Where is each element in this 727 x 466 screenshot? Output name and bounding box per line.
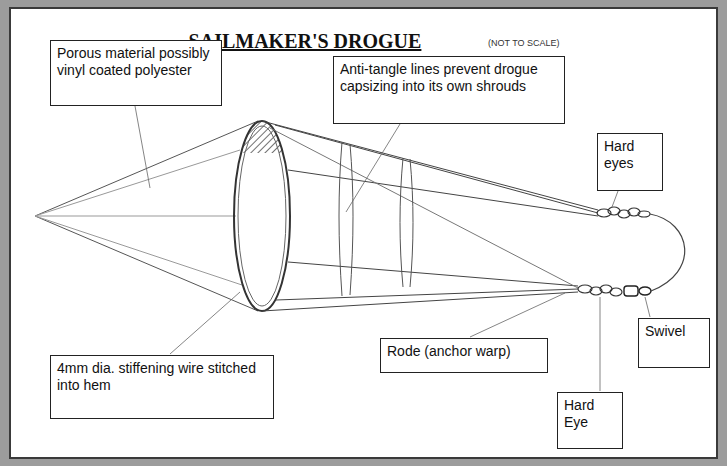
callout-box: Rode (anchor warp)	[380, 338, 548, 373]
callout-text: Porous material possibly vinyl coated po…	[57, 45, 215, 79]
callout-text: Rode (anchor warp)	[387, 343, 541, 360]
rode	[650, 214, 685, 291]
panel	[10, 8, 717, 458]
callout-box: 4mm dia. stiffening wire stitched into h…	[50, 355, 274, 419]
hard-eyes	[597, 207, 650, 218]
cone	[35, 121, 258, 311]
scale-note: (NOT TO SCALE)	[488, 38, 560, 48]
anti-tangle-lines	[339, 142, 413, 296]
callout-box: Porous material possibly vinyl coated po…	[50, 40, 222, 106]
hard-eye	[578, 285, 622, 296]
callout-text: Swivel	[645, 323, 703, 340]
stiffening-wire	[234, 121, 290, 311]
callout-text: Hard eyes	[604, 138, 656, 172]
swivel	[624, 286, 651, 296]
callout-box: Hard eyes	[597, 133, 663, 191]
hem	[238, 126, 286, 306]
callout-text: Anti-tangle lines prevent drogue capsizi…	[340, 61, 558, 95]
callout-box: Hard Eye	[557, 392, 623, 449]
callout-text: 4mm dia. stiffening wire stitched into h…	[57, 360, 267, 394]
shrouds	[262, 121, 598, 311]
callout-box: Swivel	[638, 318, 710, 368]
callout-text: Hard Eye	[564, 397, 616, 431]
leader-lines	[135, 106, 650, 391]
callout-box: Anti-tangle lines prevent drogue capsizi…	[333, 56, 565, 124]
